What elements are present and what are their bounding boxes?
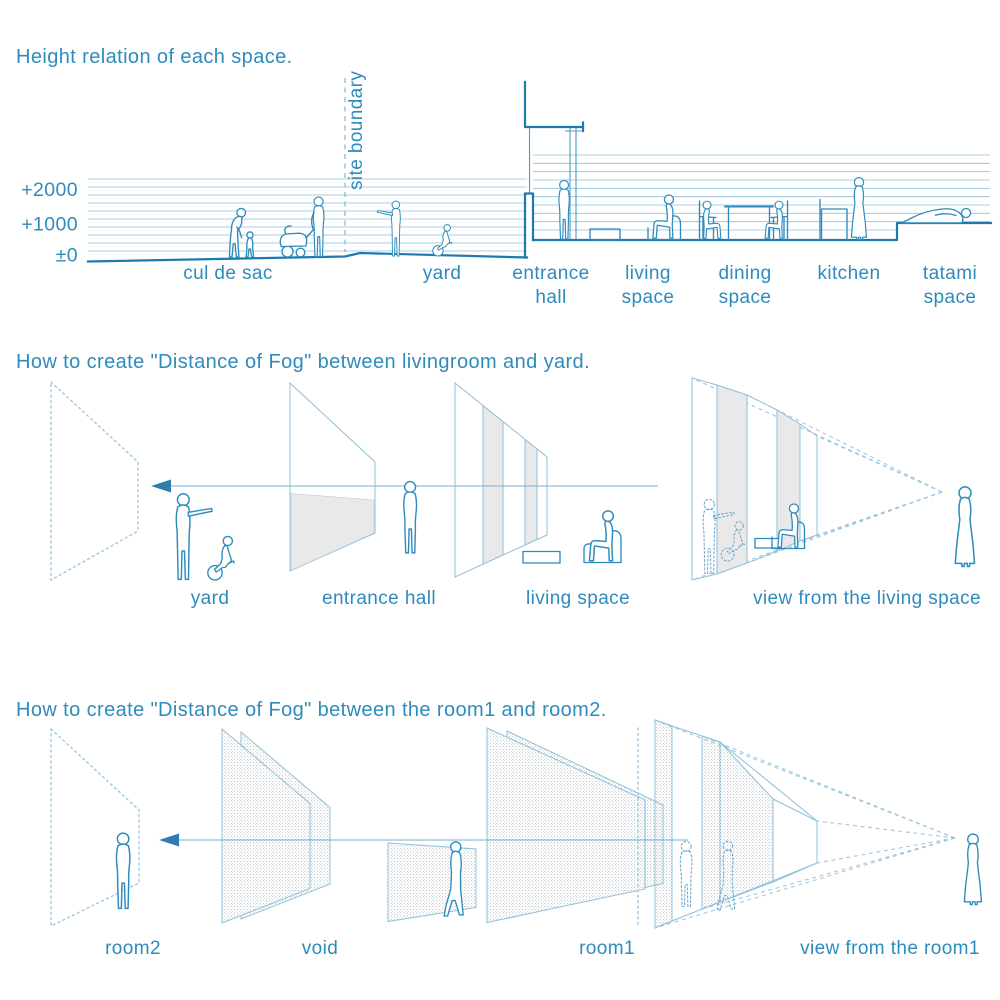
fog1-figures [175,480,622,581]
room2-dashed-frame [50,727,140,928]
label-living-space: living space [526,588,630,609]
living-armchair [647,215,682,241]
level-labels: +2000 +1000 ±0 [21,179,78,267]
section-title-fog2: How to create "Distance of Fog" between … [16,699,607,721]
low-table-in-view [754,537,782,549]
figure-toddler [245,231,255,258]
living-space-perspective [454,381,548,578]
sight-fan-room1 [654,719,956,929]
label-view-living-space: view from the living space [753,588,981,609]
label-void: void [302,938,338,959]
label-room2: room2 [105,938,161,959]
dining-table-and-chairs [698,200,789,241]
figure-standing-kitchen [850,177,867,241]
building-structure [523,80,585,239]
label-tatami: tatami [923,263,977,284]
label-entrance-2: hall [535,287,566,308]
low-table [522,550,561,564]
figure-stroller-pusher [312,196,325,258]
level-zero: ±0 [56,245,78,267]
label-cul-de-sac: cul de sac [183,263,273,284]
dashed-figure-room2-person [679,840,693,907]
level-plus-2000: +2000 [21,179,78,201]
armchair-in-view [771,521,806,550]
label-entrance: entrance [512,263,589,284]
space-labels: cul de sac yard entrance hall living spa… [183,263,977,308]
figure-standing-viewer [954,486,976,568]
yard-dashed-frame [50,380,139,582]
label-living: living [625,263,671,284]
view-from-living-space [691,377,976,581]
view-direction-arrow-2 [159,833,179,847]
figure-bending-adult [228,207,247,258]
fog1-labels: yard entrance hall living space view fro… [191,588,981,609]
armchair [583,530,622,564]
figure-seated-living [652,194,675,239]
view-direction-arrow-1 [151,479,171,493]
figure-standing-entrance-hall [403,480,418,554]
label-dining: dining [718,263,771,284]
stroller [279,225,315,258]
level-plus-1000: +1000 [21,214,78,236]
figure-child-tricycle [207,535,235,581]
label-kitchen: kitchen [817,263,880,284]
void-panels [221,727,331,924]
label-yard: yard [423,263,462,284]
outdoor-height-gridlines [88,178,527,252]
section-title-height: Height relation of each space. [16,46,293,68]
label-view-room1: view from the room1 [800,938,980,959]
label-entrance-hall: entrance hall [322,588,436,609]
site-boundary-label: site boundary [346,71,367,190]
living-step-bench [589,228,621,241]
section-title-fog1: How to create "Distance of Fog" between … [16,351,590,373]
figure-lying-tatami [900,207,972,224]
height-relation-section: Height relation of each space. site boun… [16,46,993,308]
room1-panels [486,727,664,924]
fog2-labels: room2 void room1 view from the room1 [105,938,980,959]
figure-pointing-adult-yard [376,200,401,257]
fog-room1-room2-section: How to create "Distance of Fog" between … [16,699,983,959]
fog-livingroom-yard-section: How to create "Distance of Fog" between … [16,351,981,609]
view-from-room1 [637,719,983,929]
indoor-height-gridlines [533,154,990,231]
label-yard-2: yard [191,588,230,609]
figure-pointing-adult [175,493,213,581]
kitchen-counter [820,208,848,241]
label-tatami-2: space [924,287,977,308]
label-dining-2: space [719,287,772,308]
figure-standing-room2 [115,832,131,910]
figure-dining-left [702,200,722,239]
entrance-hall-perspective [289,381,376,572]
label-living-2: space [622,287,675,308]
section-figures [228,177,972,258]
figure-standing-viewer-room1 [963,833,983,906]
figure-seated-living-space [588,510,615,562]
label-room1: room1 [579,938,635,959]
